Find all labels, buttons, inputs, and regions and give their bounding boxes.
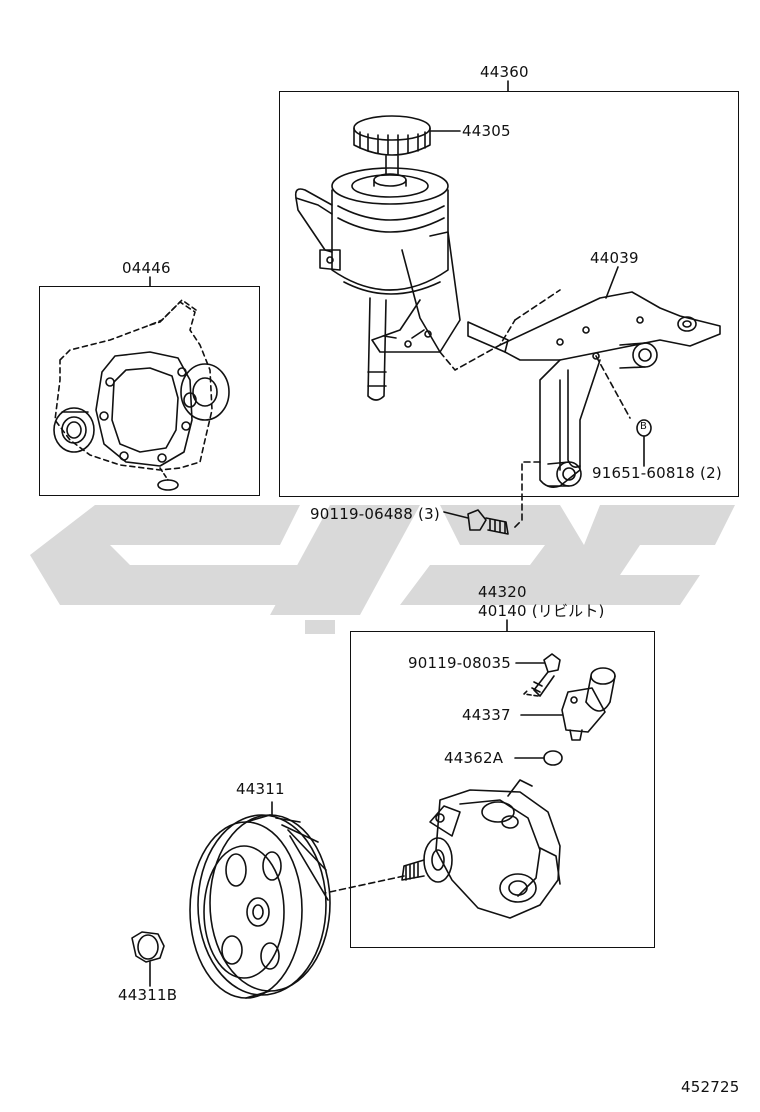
label-pump-reman: 40140 (リビルト)	[478, 602, 605, 620]
diagram-code: 452725	[681, 1078, 740, 1096]
bolt-upper-icon	[443, 509, 509, 535]
guide-dash-bolt	[513, 461, 541, 529]
guide-dash-nut	[595, 355, 631, 419]
union-fitting-icon	[520, 667, 616, 741]
guide-dash-1	[439, 319, 516, 371]
oring-icon	[514, 750, 563, 766]
watermark-shape-4	[560, 505, 735, 605]
watermark-shape-1	[30, 505, 300, 605]
label-pump-assembly: 44320	[478, 583, 527, 601]
guide-dash-2	[514, 289, 561, 321]
watermark-dot	[305, 620, 335, 634]
reservoir-cap-icon	[353, 115, 461, 175]
bracket-icon	[467, 266, 721, 488]
label-cap: 44305	[462, 122, 511, 140]
label-pulley-nut: 44311B	[118, 986, 178, 1004]
reservoir-tank-icon	[294, 167, 461, 401]
pump-assembly-frame	[350, 631, 655, 948]
guide-dash-pulley	[324, 875, 405, 894]
label-nut: 91651-60818 (2)	[592, 464, 722, 482]
label-bracket: 44039	[590, 249, 639, 267]
label-gasket-kit: 04446	[122, 259, 171, 277]
label-union: 44337	[462, 706, 511, 724]
label-pulley: 44311	[236, 780, 285, 798]
gasket-kit-icon	[53, 299, 230, 491]
label-oring: 44362A	[444, 749, 504, 767]
nut-marker-letter: B	[640, 421, 648, 432]
reservoir-assembly-frame	[279, 91, 739, 497]
watermark-shape-2	[270, 505, 420, 615]
pulley-icon	[189, 801, 331, 999]
label-reservoir-assembly: 44360	[480, 63, 529, 81]
nut-marker-icon	[636, 419, 652, 467]
label-bolt-upper: 90119-06488 (3)	[310, 505, 440, 523]
bolt-union-icon	[515, 653, 561, 697]
label-bolt-union: 90119-08035	[408, 654, 512, 672]
pulley-nut-icon	[131, 931, 165, 987]
pump-body-icon	[401, 779, 561, 919]
watermark-shape-3	[400, 505, 590, 605]
guide-dash-union	[523, 689, 539, 697]
